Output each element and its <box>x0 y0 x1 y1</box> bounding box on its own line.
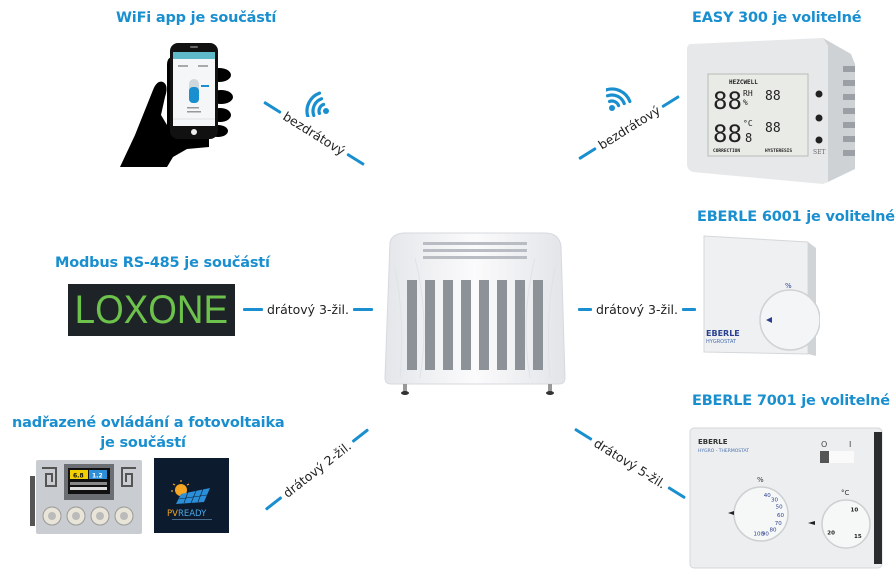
connector-line <box>243 308 263 311</box>
smartphone-hand-image <box>115 35 240 170</box>
title-eberle-7001: EBERLE 7001 je volitelné <box>692 393 890 409</box>
wifi-icon <box>606 84 636 114</box>
title-eberle-6001: EBERLE 6001 je volitelné <box>697 209 895 225</box>
connector-line <box>353 308 373 311</box>
connector-label: drátový 3-žil. <box>596 302 678 317</box>
eberle-7001-dial1-unit: % <box>757 476 764 484</box>
dial-value: 80 <box>770 528 777 534</box>
easy-300-digits-bottom: 88 <box>713 120 742 148</box>
connector-line <box>574 427 593 441</box>
easy-300-up-button <box>815 90 823 98</box>
title-master-pv: nadřazené ovládání a fotovoltaika je sou… <box>12 413 285 453</box>
connector-line <box>578 308 592 311</box>
easy-300-device-image: HEZCWELL 88 RH % 88 88 °C 8 88 CORRECTIO… <box>683 34 888 184</box>
easy-300-digits-rt: 88 <box>765 89 781 104</box>
grille-bar <box>443 280 453 370</box>
grille-bar <box>533 280 543 370</box>
dial-value: 15 <box>854 534 862 540</box>
master-display-a: 6.8 <box>73 473 84 480</box>
eberle-6001-dial-unit: % <box>785 282 792 290</box>
dial-value: 20 <box>827 531 835 537</box>
title-wifi-app: WiFi app je součástí <box>116 10 277 26</box>
connector-label: drátový 2-žil. <box>280 438 354 501</box>
eberle-6001-brand: EBERLE <box>706 329 740 338</box>
grille-bar <box>479 280 489 370</box>
dial-value: 50 <box>776 505 783 511</box>
title-modbus: Modbus RS-485 je součástí <box>55 255 270 271</box>
svg-text:PVREADY: PVREADY <box>167 509 207 519</box>
connector-line <box>578 146 597 161</box>
connector-line <box>667 486 686 500</box>
easy-300-unit-rh: RH <box>743 89 753 98</box>
easy-300-brand: HEZCWELL <box>729 79 758 86</box>
easy-300-correction: CORRECTION <box>713 148 740 154</box>
eberle-7001-switch-on: I <box>849 440 851 449</box>
title-master-pv-line1: nadřazené ovládání a fotovoltaika <box>12 415 285 431</box>
grille-bar <box>497 280 507 370</box>
easy-300-set-label: SET <box>813 149 826 156</box>
eberle-7001-sub: HYGRO - THERMOSTAT <box>698 448 749 454</box>
dehumidifier-unit-image <box>375 228 575 398</box>
dial-value: 40 <box>764 493 771 499</box>
smartphone-icon <box>170 43 218 139</box>
easy-300-hysteresis: HYSTERESIS <box>765 148 792 154</box>
easy-300-digits-top: 88 <box>713 87 742 115</box>
easy-300-digits-rb: 88 <box>765 121 781 136</box>
loxone-logo: LOXONE <box>68 284 235 336</box>
connector-line <box>351 428 370 443</box>
grille-bar <box>407 280 417 370</box>
dial-value: 100 <box>754 532 765 538</box>
pv-logo-text-pv: PV <box>167 509 178 519</box>
eberle-7001-switch-off: O <box>821 440 827 449</box>
eberle-6001-device-image: % EBERLE HYGROSTAT <box>700 232 820 357</box>
easy-300-set-button <box>815 136 823 144</box>
wifi-icon <box>302 87 332 117</box>
grille-bar <box>461 280 471 370</box>
dial-value: 10 <box>851 507 859 513</box>
eberle-7001-brand: EBERLE <box>698 438 728 446</box>
connector-master-pv: drátový 2-žil. <box>261 424 373 516</box>
connector-line <box>346 152 366 167</box>
easy-300-down-button <box>815 114 823 122</box>
connector-label: drátový 3-žil. <box>267 302 349 317</box>
easy-300-unit-pct: % <box>743 98 748 107</box>
easy-300-unit-c: °C <box>743 119 753 128</box>
connector-line <box>263 100 282 115</box>
pv-ready-logo: PVREADY <box>154 458 229 533</box>
connector-line <box>264 496 283 511</box>
eberle-7001-dial2-unit: °C <box>841 489 850 497</box>
easy-300-digit-small: 8 <box>745 131 752 145</box>
dial-value: 90 <box>762 531 769 537</box>
connector-line <box>682 308 696 311</box>
grille-bar <box>425 280 435 370</box>
dial-value: 60 <box>777 513 784 519</box>
connector-eberle-7001: drátový 5-žil. <box>571 423 689 505</box>
dial-value: 70 <box>775 521 782 527</box>
grille-bar <box>515 280 525 370</box>
master-display-b: 1.2 <box>92 473 103 480</box>
pv-logo-text-ready: READY <box>178 509 207 519</box>
title-master-pv-line2: je součástí <box>100 435 186 451</box>
connector-eberle-6001: drátový 3-žil. <box>578 302 696 317</box>
connector-line <box>661 94 681 109</box>
connector-label: drátový 5-žil. <box>591 435 669 492</box>
title-easy-300: EASY 300 je volitelné <box>692 10 862 26</box>
dial-value: 30 <box>771 498 778 504</box>
connector-loxone: drátový 3-žil. <box>243 302 373 317</box>
loxone-logo-text: LOXONE <box>74 287 229 332</box>
master-controller-image: 6.8 1.2 <box>28 456 146 540</box>
eberle-6001-sub: HYGROSTAT <box>706 339 737 345</box>
